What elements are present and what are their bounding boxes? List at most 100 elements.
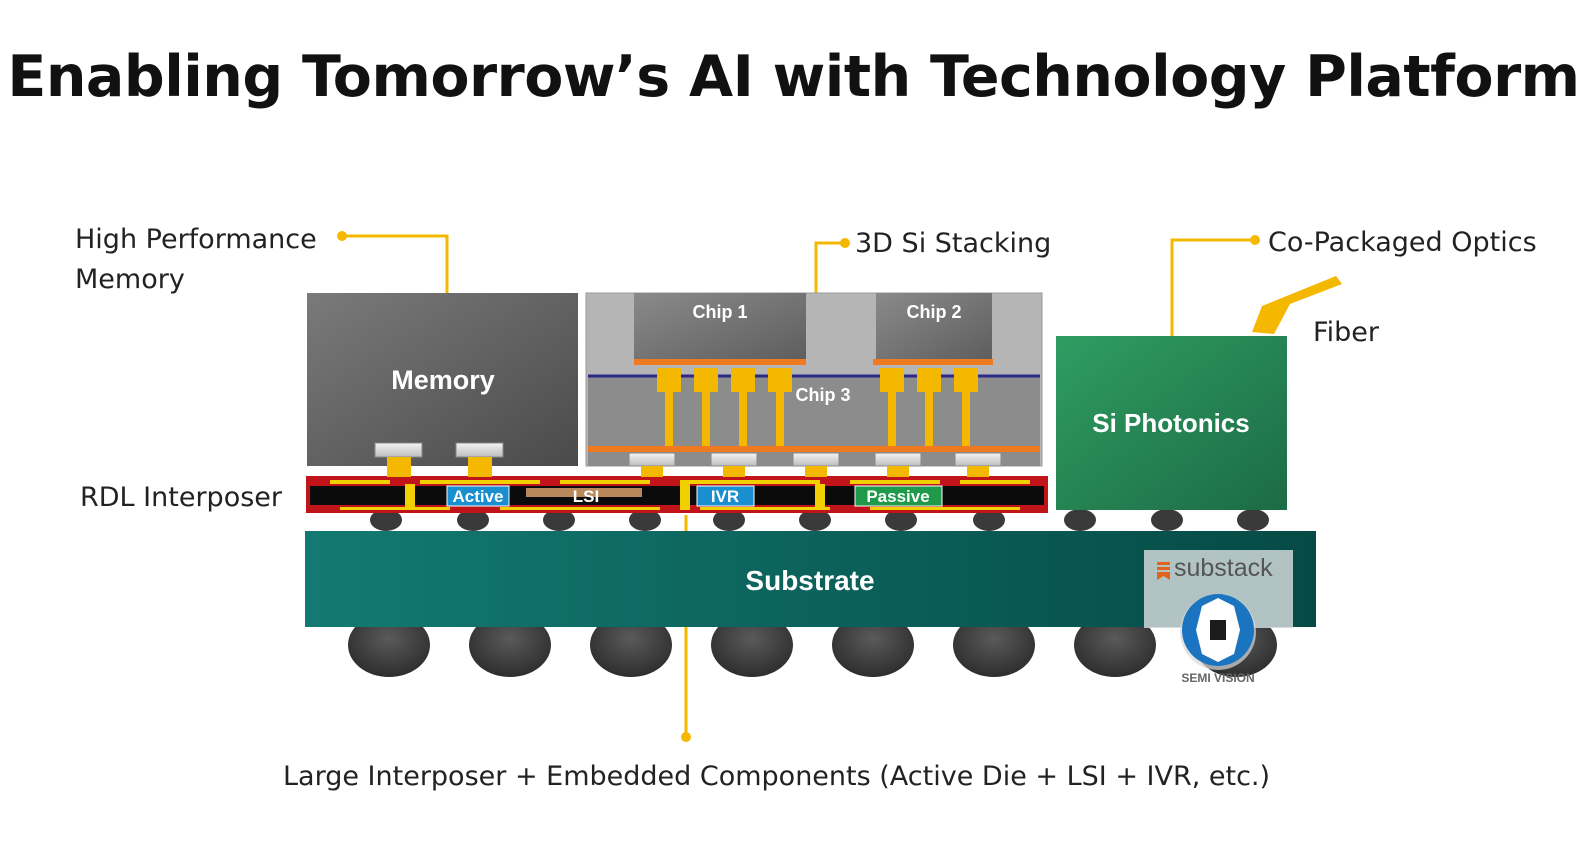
bga-ball xyxy=(348,613,430,677)
lsi-tag xyxy=(526,488,642,497)
c4-bump xyxy=(1237,509,1269,531)
tsv xyxy=(925,392,933,446)
hbm-callout-line xyxy=(342,234,449,293)
stacking-callout-dot xyxy=(840,238,850,248)
microbump-pillar xyxy=(468,457,492,477)
trace xyxy=(420,480,540,484)
c4-bump xyxy=(799,509,831,531)
via xyxy=(815,484,825,510)
3d-stack: Chip 1 Chip 2 Chip 3 xyxy=(585,292,1043,467)
microbump-pillar xyxy=(641,466,663,477)
chip2-rdl xyxy=(873,359,993,365)
si-photonics-label: Si Photonics xyxy=(1092,408,1249,438)
microbump-pillar xyxy=(967,466,989,477)
c4-bump xyxy=(885,509,917,531)
c4-bump xyxy=(543,509,575,531)
microbump-pillar xyxy=(887,466,909,477)
tsv xyxy=(702,392,710,446)
microbump-pad xyxy=(374,442,423,458)
via xyxy=(405,484,415,510)
semi-vision-caption: SEMI VISION xyxy=(1181,671,1254,685)
tsv-head xyxy=(880,368,904,392)
tsv-head xyxy=(657,368,681,392)
callout-dots xyxy=(337,231,1260,742)
hbm-callout-dot xyxy=(337,231,347,241)
substack-watermark: substack SEMI VISION xyxy=(1144,550,1293,685)
trace xyxy=(560,480,650,484)
chip2-label: Chip 2 xyxy=(906,302,961,322)
chip3-rdl xyxy=(588,446,1040,452)
bga-ball xyxy=(711,613,793,677)
tsv xyxy=(776,392,784,446)
trace xyxy=(850,480,940,484)
chip3-label: Chip 3 xyxy=(795,385,850,405)
interposer-traces xyxy=(330,480,1030,510)
callout-hbm-line1: High Performance xyxy=(75,224,317,255)
tsv-head xyxy=(768,368,792,392)
c4-bump xyxy=(973,509,1005,531)
tsv-head xyxy=(954,368,978,392)
c4-bump xyxy=(1151,509,1183,531)
bga-ball xyxy=(469,613,551,677)
bga-ball xyxy=(590,613,672,677)
substack-logo xyxy=(1157,562,1170,580)
c4-bump xyxy=(1064,509,1096,531)
trace xyxy=(960,480,1030,484)
cpo-callout-line xyxy=(1170,238,1255,336)
trace xyxy=(500,507,660,510)
passive-tag xyxy=(854,485,943,507)
page-title: Enabling Tomorrow’s AI with Technology P… xyxy=(7,44,1580,110)
c4-bump xyxy=(629,509,661,531)
microbump-pad xyxy=(874,452,922,467)
microbump-pillar xyxy=(723,466,745,477)
microbump-pad xyxy=(710,452,758,467)
trace xyxy=(680,480,820,484)
tsv xyxy=(962,392,970,446)
microbump-pad xyxy=(628,452,676,467)
tsv-head xyxy=(917,368,941,392)
substrate-label: Substrate xyxy=(745,565,874,596)
stacking-callout-line xyxy=(814,241,845,293)
ivr-label: IVR xyxy=(711,487,739,506)
bga-ball xyxy=(832,613,914,677)
bga-ball xyxy=(953,613,1035,677)
via xyxy=(680,484,690,510)
substack-brand: substack xyxy=(1174,554,1273,582)
tsv-head xyxy=(694,368,718,392)
si-photonics-block xyxy=(1056,336,1287,510)
semi-vision-logo-core xyxy=(1210,620,1226,640)
memory-microbumps xyxy=(374,442,504,477)
microbump-pillar xyxy=(387,457,411,477)
memory-block xyxy=(307,293,578,466)
callout-hbm: High Performance Memory xyxy=(75,220,317,300)
microbump-pad xyxy=(455,442,504,458)
chip1-rdl xyxy=(634,359,806,365)
trace xyxy=(870,507,1020,510)
tsv-pillars xyxy=(657,368,978,446)
trace xyxy=(700,507,830,510)
microbump-pad xyxy=(792,452,840,467)
bga-ball xyxy=(1074,613,1156,677)
c4-bump xyxy=(370,509,402,531)
callout-hbm-line2: Memory xyxy=(75,264,185,295)
lsi-label: LSI xyxy=(573,487,599,506)
fiber-shape xyxy=(1252,276,1342,334)
callout-rdl: RDL Interposer xyxy=(80,482,282,513)
callout-large-interposer: Large Interposer + Embedded Components (… xyxy=(283,761,1271,792)
tsv xyxy=(888,392,896,446)
passive-label: Passive xyxy=(866,487,929,506)
ivr-tag xyxy=(696,485,755,507)
tsv xyxy=(739,392,747,446)
chip2-block xyxy=(876,293,992,360)
bottom-callout-dot xyxy=(681,732,691,742)
c4-bump xyxy=(457,509,489,531)
memory-label: Memory xyxy=(391,365,495,395)
active-die-tag xyxy=(446,485,510,507)
stack-microbumps xyxy=(628,452,1002,477)
microbump-pillar xyxy=(805,466,827,477)
c4-bump xyxy=(713,509,745,531)
chip1-label: Chip 1 xyxy=(692,302,747,322)
trace xyxy=(340,507,450,510)
active-die-label: Active xyxy=(452,487,503,506)
